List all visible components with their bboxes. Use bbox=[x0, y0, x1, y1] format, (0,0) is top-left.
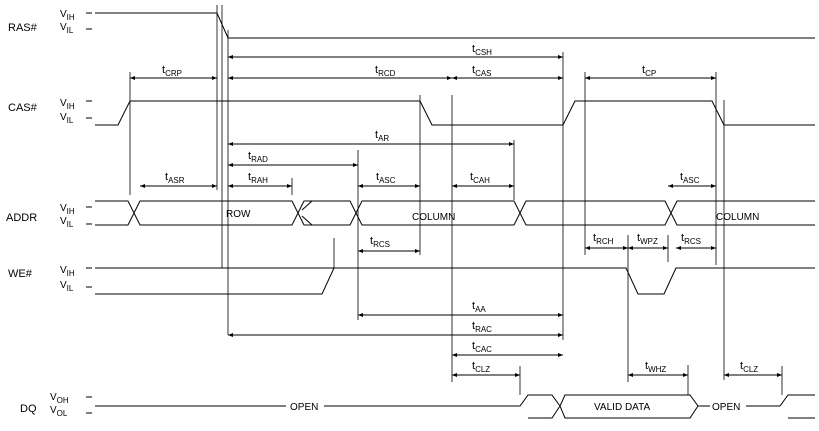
timing-labels: tCSH tCRP tRCD tCAS tCP tAR tRAD tASR tR… bbox=[162, 43, 758, 374]
label-ar: tAR bbox=[375, 129, 389, 143]
cas-waveform bbox=[95, 100, 815, 126]
addr-vih: VIH bbox=[60, 203, 75, 216]
label-rcd: tRCD bbox=[375, 64, 396, 78]
timing-arrows bbox=[130, 55, 782, 377]
dq-valid-label: VALID DATA bbox=[594, 402, 650, 413]
signal-labels: RAS# CAS# ADDR WE# DQ bbox=[6, 22, 38, 415]
bus-labels: ROW COLUMN COLUMN OPEN VALID DATA OPEN bbox=[226, 209, 759, 413]
dq-vol: VOL bbox=[50, 405, 68, 418]
label-rah: tRAH bbox=[248, 171, 268, 185]
label-cp: tCP bbox=[642, 64, 656, 78]
we-vil: VIL bbox=[60, 280, 74, 293]
addr-column2-label: COLUMN bbox=[716, 212, 759, 223]
label-cas: tCAS bbox=[472, 64, 492, 78]
label-rcs1: tRCS bbox=[370, 235, 390, 249]
dq-open1-label: OPEN bbox=[290, 402, 318, 413]
open2-bg bbox=[710, 401, 746, 411]
label-clz1: tCLZ bbox=[472, 360, 490, 374]
label-asc1: tASC bbox=[376, 171, 396, 185]
open1-bg bbox=[286, 401, 324, 411]
cas-label: CAS# bbox=[8, 102, 38, 114]
label-aa: tAA bbox=[472, 300, 486, 314]
label-whz: tWHZ bbox=[645, 360, 666, 374]
label-rac: tRAC bbox=[472, 320, 492, 334]
dq-open2-label: OPEN bbox=[712, 402, 740, 413]
ras-vih: VIH bbox=[60, 9, 75, 22]
waveforms bbox=[95, 12, 815, 419]
level-ticks bbox=[86, 12, 92, 414]
dq-label: DQ bbox=[20, 403, 37, 415]
addr-column1-label: COLUMN bbox=[412, 212, 455, 223]
label-crp: tCRP bbox=[162, 64, 182, 78]
we-waveform bbox=[95, 267, 815, 295]
we-vih: VIH bbox=[60, 265, 75, 278]
label-rcs2: tRCS bbox=[681, 232, 701, 246]
addr-vil: VIL bbox=[60, 216, 74, 229]
label-asc2: tASC bbox=[680, 171, 700, 185]
dq-voh: VOH bbox=[50, 392, 69, 405]
label-asr: tASR bbox=[165, 171, 185, 185]
addr-row-label: ROW bbox=[226, 209, 251, 220]
cas-vih: VIH bbox=[60, 98, 75, 111]
label-rad: tRAD bbox=[248, 150, 268, 164]
addr-waveform bbox=[95, 200, 815, 226]
addr-hold-diamond bbox=[301, 200, 313, 226]
ras-vil: VIL bbox=[60, 22, 74, 35]
cas-vil: VIL bbox=[60, 112, 74, 125]
label-rch: tRCH bbox=[593, 232, 614, 246]
addr-label: ADDR bbox=[6, 212, 37, 224]
label-csh: tCSH bbox=[472, 43, 492, 57]
dq-waveform bbox=[95, 394, 815, 419]
label-cac: tCAC bbox=[472, 340, 492, 354]
guide-lines bbox=[129, 5, 783, 395]
label-wpz: tWPZ bbox=[637, 232, 658, 246]
label-clz2: tCLZ bbox=[740, 360, 758, 374]
ras-waveform bbox=[95, 12, 815, 39]
ras-label: RAS# bbox=[8, 22, 38, 34]
we-label: WE# bbox=[8, 268, 33, 280]
level-labels: VIH VIL VIH VIL VIH VIL VIH VIL VOH VOL bbox=[50, 9, 75, 418]
label-cah: tCAH bbox=[470, 171, 490, 185]
